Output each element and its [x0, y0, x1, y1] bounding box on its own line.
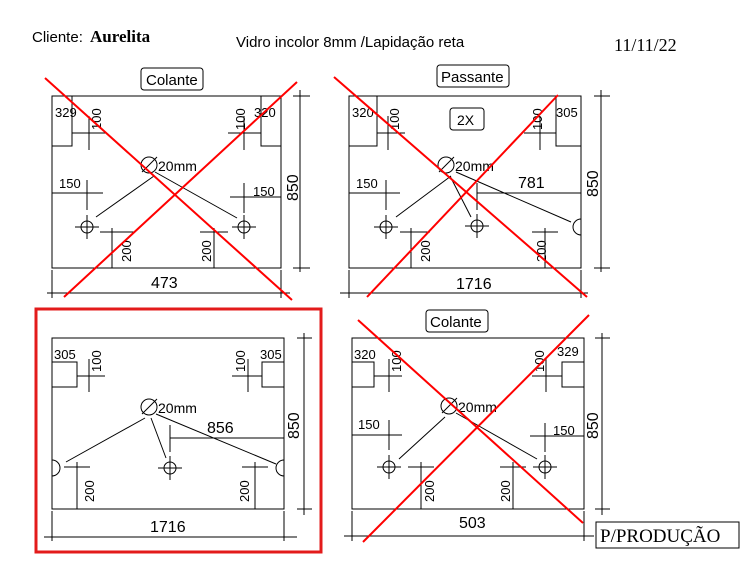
panel-1-hole-diameter: 20mm: [158, 158, 197, 174]
panel-2-cross-mark: [333, 76, 588, 298]
hinge-cutout-right: [261, 361, 285, 388]
tag-box: [436, 64, 510, 88]
panel-1-vert-left: 100: [89, 108, 104, 130]
panel-3-corner-right: 305: [260, 347, 282, 362]
panel-3: [44, 333, 312, 541]
hinge-cutout-left: [348, 95, 378, 147]
panel-3-center-offset: 856: [207, 420, 234, 437]
panel-1-side-left: 150: [59, 176, 81, 191]
glass-outline: [51, 95, 282, 269]
panel-3-vert-left: 100: [89, 350, 104, 372]
panel-3-bottom-left: 200: [82, 480, 97, 502]
panel-2: [340, 64, 610, 298]
tag-box: [140, 67, 204, 91]
panel-1-bottom-right: 200: [199, 240, 214, 262]
panel-4-width: 503: [459, 515, 486, 532]
panel-4-height: 850: [585, 412, 602, 439]
tag-box: [425, 309, 489, 333]
hinge-cutout-right: [561, 361, 585, 388]
panel-4-hole-diameter: 20mm: [458, 399, 497, 415]
qty-box: [449, 107, 485, 131]
glass-outline: [51, 337, 285, 510]
panel-4-vert-left: 100: [389, 350, 404, 372]
glass-outline: [351, 337, 585, 510]
panel-2-qty: 2X: [457, 112, 475, 128]
hinge-cutout-left: [351, 361, 375, 388]
selected-highlight-frame: [34, 307, 323, 554]
panel-1-height: 850: [285, 174, 302, 201]
panel-2-bottom-right: 200: [534, 240, 549, 262]
client-label: Cliente:: [32, 29, 83, 46]
panel-1-tag: Colante: [146, 72, 198, 89]
panel-1-width: 473: [151, 275, 178, 292]
hinge-cutout-right: [555, 95, 582, 147]
glass-spec: Vidro incolor 8mm /Lapidação reta: [236, 34, 465, 51]
panel-4-tag: Colante: [430, 314, 482, 331]
panel-3-bottom-right: 200: [237, 480, 252, 502]
panel-1-corner-left: 329: [55, 105, 77, 120]
client-name: Aurelita: [90, 27, 151, 46]
panel-2-tag: Passante: [441, 69, 504, 86]
panel-1-vert-right: 100: [233, 108, 248, 130]
hinge-cutout-left: [51, 361, 78, 388]
panel-2-height: 850: [585, 170, 602, 197]
stamp-box: [595, 521, 740, 549]
panel-2-corner-right: 305: [556, 105, 578, 120]
panel-4-corner-right: 329: [557, 344, 579, 359]
hinge-cutout-left: [51, 95, 73, 147]
panel-2-width: 1716: [456, 276, 492, 293]
panel-3-width: 1716: [150, 519, 186, 536]
panel-4-bottom-right: 200: [498, 480, 513, 502]
panel-3-corner-left: 305: [54, 347, 76, 362]
panel-4-side-left: 150: [358, 417, 380, 432]
panel-4-side-right: 150: [553, 423, 575, 438]
hinge-cutout-right: [260, 95, 282, 147]
panel-3-hole-diameter: 20mm: [158, 400, 197, 416]
panel-4-vert-right: 100: [532, 350, 547, 372]
panel-3-vert-right: 100: [233, 350, 248, 372]
panel-2-vert-left: 100: [387, 108, 402, 130]
panel-3-height: 850: [286, 412, 303, 439]
panel-2-hole-diameter: 20mm: [455, 158, 494, 174]
panel-1-side-right: 150: [253, 184, 275, 199]
panel-4-corner-left: 320: [354, 347, 376, 362]
panel-2-bottom-left: 200: [418, 240, 433, 262]
panel-4-bottom-left: 200: [422, 480, 437, 502]
panel-1-bottom-left: 200: [119, 240, 134, 262]
panel-2-corner-left: 320: [352, 105, 374, 120]
panel-2-center-offset: 781: [518, 175, 545, 192]
panel-1: [47, 67, 310, 298]
panel-1-cross-mark: [44, 77, 298, 301]
glass-outline: [348, 95, 582, 269]
panel-2-side-left: 150: [356, 176, 378, 191]
production-stamp: P/PRODUÇÃO: [600, 525, 720, 547]
panel-4-cross-mark: [357, 314, 590, 543]
date: 11/11/22: [614, 35, 677, 55]
